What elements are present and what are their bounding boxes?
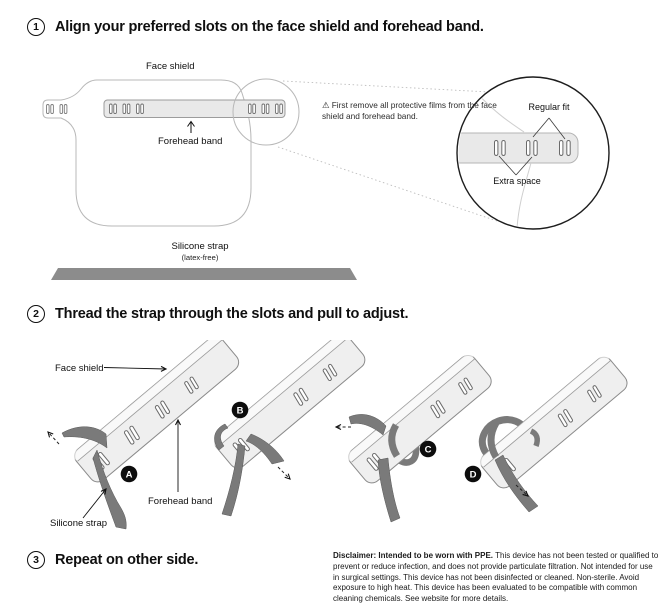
disclaimer-body: This device has not been tested or quali… — [333, 551, 659, 604]
silicone-strap-label-1: Silicone strap — [171, 241, 229, 252]
step-2-title: Thread the strap through the slots and p… — [55, 306, 409, 322]
step-3-title: Repeat on other side. — [55, 552, 199, 568]
step-2-header: 2 Thread the strap through the slots and… — [27, 305, 409, 323]
strap-loop-d-front — [487, 421, 500, 459]
badge-d: D — [464, 465, 482, 483]
strap-loop-c-front — [388, 423, 401, 458]
step-3-header: 3 Repeat on other side. — [27, 551, 198, 569]
badge-a: A — [120, 465, 138, 483]
badge-b: B — [231, 401, 249, 419]
svg-text:A: A — [126, 470, 133, 481]
face-shield-arrow — [103, 365, 168, 372]
silicone-strap-note: (latex-free) — [181, 253, 219, 262]
forehead-band — [103, 99, 286, 118]
step-1-title: Align your preferred slots on the face s… — [55, 19, 484, 35]
step-3-number-badge: 3 — [27, 551, 45, 569]
forehead-band-label-1: Forehead band — [158, 136, 223, 147]
strap-hook-d — [529, 428, 540, 447]
extra-space-pointer — [498, 155, 533, 176]
face-shield-label-2: Face shield — [55, 363, 104, 374]
forehead-band-arrow — [187, 120, 195, 133]
strap-illustration-c — [348, 414, 401, 523]
tab-slots — [46, 104, 68, 114]
zoom-connector-lines — [277, 80, 498, 222]
warning-note: ⚠ First remove all protective films from… — [322, 100, 497, 121]
silicone-strap-bar — [51, 268, 357, 280]
thread-diagram: A B — [47, 340, 628, 530]
pull-arrow-d — [515, 484, 529, 497]
zoom-source-circle — [232, 78, 300, 146]
svg-text:C: C — [425, 445, 432, 456]
regular-fit-label: Regular fit — [528, 102, 570, 112]
face-shield-label-1: Face shield — [146, 61, 195, 72]
strap-illustration-a — [61, 426, 127, 530]
step-2-number-badge: 2 — [27, 305, 45, 323]
silicone-strap-arrow — [82, 488, 107, 519]
svg-text:B: B — [237, 406, 244, 417]
extra-space-label: Extra space — [493, 176, 541, 186]
strap-illustration-d — [494, 454, 539, 513]
disclaimer-lead: Disclaimer: Intended to be worn with PPE… — [333, 551, 494, 560]
svg-text:D: D — [470, 470, 477, 481]
align-diagram — [42, 76, 610, 280]
silicone-strap-label-2: Silicone strap — [50, 518, 108, 529]
strap-illustration-b — [214, 423, 285, 517]
forehead-band-slots — [109, 103, 283, 114]
regular-fit-pointer — [532, 117, 566, 140]
badge-c: C — [419, 440, 437, 458]
pull-arrow-b — [277, 466, 291, 480]
step-1-number-badge: 1 — [27, 18, 45, 36]
forehead-band-label-2: Forehead band — [148, 496, 213, 507]
step-1-header: 1 Align your preferred slots on the face… — [27, 18, 484, 36]
disclaimer-text: Disclaimer: Intended to be worn with PPE… — [333, 551, 659, 605]
band-illustration-c — [346, 353, 492, 484]
pull-arrow-a — [47, 431, 60, 445]
band-illustration-a — [72, 340, 240, 483]
detail-circle-content — [458, 85, 579, 228]
